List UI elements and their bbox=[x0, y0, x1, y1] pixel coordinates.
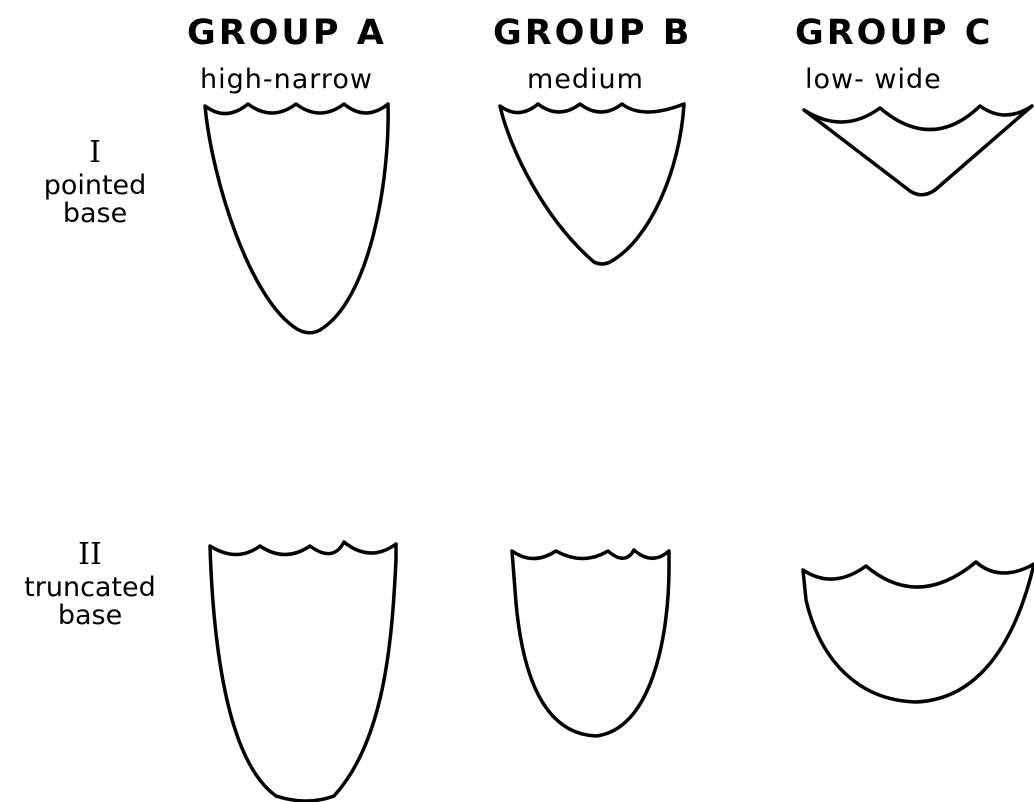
shape-a-truncated bbox=[210, 542, 396, 801]
shape-a-pointed bbox=[205, 104, 388, 333]
shape-b-pointed bbox=[500, 104, 684, 264]
shape-c-truncated bbox=[803, 562, 1034, 702]
shape-b-truncated bbox=[512, 550, 669, 736]
shape-c-pointed bbox=[804, 106, 1032, 195]
